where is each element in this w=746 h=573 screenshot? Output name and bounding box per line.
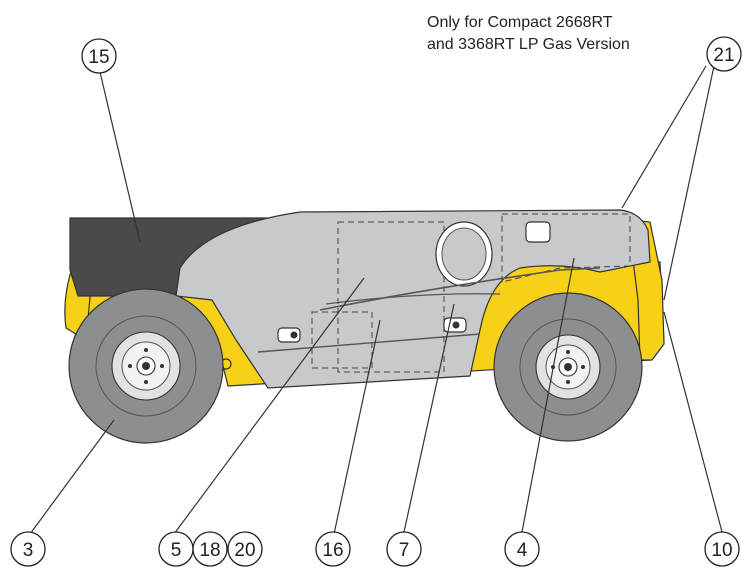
callout-7: 7 — [386, 531, 422, 567]
access-panel-front — [501, 213, 631, 283]
svg-text:7: 7 — [399, 540, 410, 561]
latch-left — [277, 327, 301, 343]
note-line-1: Only for Compact 2668RT — [427, 14, 613, 31]
svg-text:21: 21 — [713, 45, 734, 66]
note-line-2: and 3368RT LP Gas Version — [427, 36, 630, 53]
callout-16: 16 — [315, 531, 351, 567]
body-trim-line-upper — [319, 267, 601, 311]
lp-gas-cylinder-inner — [441, 227, 487, 281]
access-panel-center — [337, 221, 445, 373]
front-wheel — [493, 292, 643, 442]
leader-5 — [173, 277, 365, 535]
callout-20: 20 — [227, 531, 263, 567]
leader-15 — [99, 71, 141, 243]
svg-text:20: 20 — [234, 540, 255, 561]
svg-text:10: 10 — [711, 540, 732, 561]
svg-text:15: 15 — [88, 47, 109, 68]
leader-21-b — [663, 65, 715, 301]
leader-3 — [29, 419, 115, 535]
callout-21: 21 — [706, 36, 742, 72]
body-trim-line-lower — [257, 333, 481, 353]
callout-3: 3 — [10, 531, 46, 567]
svg-text:18: 18 — [199, 540, 220, 561]
svg-text:5: 5 — [171, 540, 182, 561]
body-trim-line-mid — [325, 293, 501, 305]
svg-text:16: 16 — [322, 540, 343, 561]
svg-text:3: 3 — [23, 540, 34, 561]
body-side-panel — [175, 209, 651, 389]
leader-21-a — [621, 65, 707, 209]
leader-7 — [403, 303, 455, 533]
leader-10 — [663, 311, 723, 533]
latch-left-knob — [290, 331, 298, 339]
leader-4 — [521, 257, 575, 533]
callout-4: 4 — [504, 531, 540, 567]
filler-cap — [525, 221, 551, 243]
latch-right-knob — [452, 321, 460, 329]
callout-18: 18 — [192, 531, 228, 567]
leader-16 — [333, 319, 381, 535]
svg-text:4: 4 — [517, 540, 528, 561]
callout-5: 5 — [158, 531, 194, 567]
access-panel-lower — [311, 311, 373, 369]
rear-wheel — [68, 288, 224, 444]
callout-15: 15 — [81, 38, 117, 74]
callout-10: 10 — [704, 531, 740, 567]
